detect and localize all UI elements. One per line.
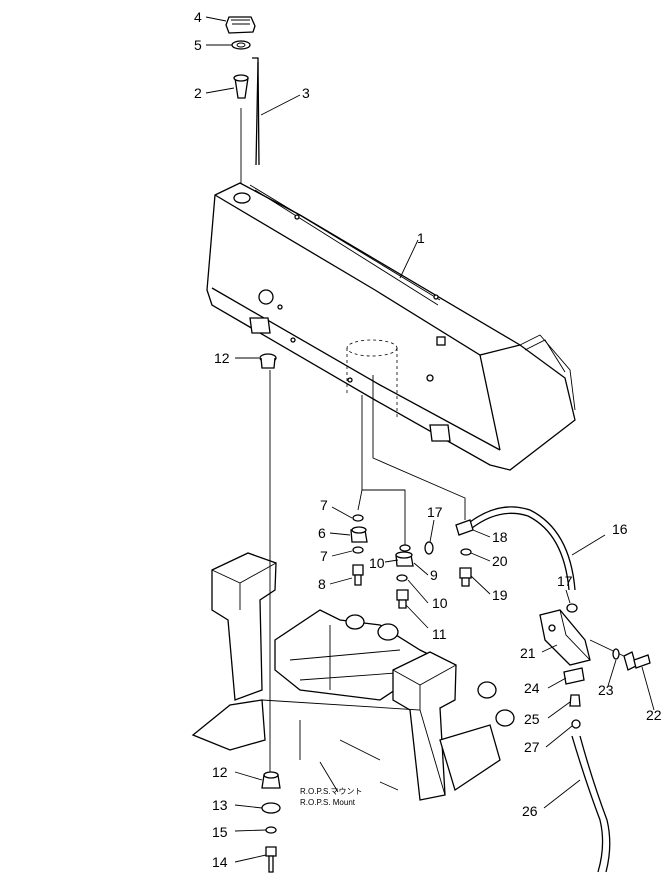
leader-lines (205, 16, 655, 863)
dipstick-part-3 (252, 57, 260, 166)
rubber-mount-part-12-upper (259, 353, 277, 369)
washer-part-13 (261, 802, 281, 814)
hose-part-16 (469, 506, 576, 591)
callout-14: 14 (212, 854, 228, 870)
bolt-part-11 (396, 589, 409, 609)
callout-1: 1 (417, 230, 425, 246)
bolt-part-22 (623, 651, 651, 671)
callout-8: 8 (318, 576, 326, 592)
callout-22: 22 (646, 707, 662, 723)
callout-12-upper: 12 (214, 350, 230, 366)
o-ring-part-10-lower (396, 574, 408, 582)
callout-20: 20 (492, 553, 508, 569)
cap-part-4 (225, 16, 256, 34)
o-ring-part-7-lower (352, 546, 364, 554)
callout-26: 26 (522, 803, 538, 819)
bracket-part-21 (539, 609, 591, 666)
callout-23: 23 (598, 682, 614, 698)
clip-part-17-right (566, 603, 578, 613)
fuel-tank-part-1 (206, 182, 576, 471)
o-ring-part-7-upper (352, 514, 364, 522)
callout-13: 13 (212, 797, 228, 813)
clip-part-17-center (424, 541, 434, 555)
callout-5: 5 (194, 37, 202, 53)
callout-16: 16 (612, 521, 628, 537)
valve-part-24 (563, 667, 585, 685)
callout-2: 2 (194, 85, 202, 101)
callout-4: 4 (194, 9, 202, 25)
assembly-line (372, 375, 466, 520)
bolt-part-8 (352, 564, 364, 586)
callout-9: 9 (430, 567, 438, 583)
callout-11: 11 (432, 626, 447, 642)
assembly-line (361, 395, 406, 545)
callout-24: 24 (524, 680, 540, 696)
bolt-part-14 (265, 846, 277, 873)
callout-10-left: 10 (369, 555, 385, 571)
callout-21: 21 (520, 645, 536, 661)
fitting-part-9 (395, 551, 414, 567)
fitting-part-25 (569, 694, 581, 707)
o-ring-part-10-upper (399, 544, 411, 552)
callout-7-upper: 7 (320, 497, 328, 513)
callout-19: 19 (492, 587, 508, 603)
callout-25: 25 (524, 711, 540, 727)
callout-27: 27 (524, 739, 540, 755)
callout-7-lower: 7 (320, 548, 328, 564)
clamp-part-27 (571, 719, 581, 729)
drain-hose-part-26 (571, 735, 611, 873)
assembly-line (357, 489, 363, 511)
washer-part-23 (612, 648, 620, 660)
callout-18: 18 (492, 529, 508, 545)
elbow-part-6 (350, 526, 368, 543)
callout-6: 6 (318, 525, 326, 541)
callout-17-center: 17 (427, 504, 443, 520)
washer-part-15 (265, 826, 277, 834)
rops-mount-frame (191, 552, 515, 801)
caption-rops-mount-en: R.O.P.S. Mount (300, 798, 356, 807)
assembly-line (589, 639, 629, 659)
gasket-part-5 (231, 40, 251, 50)
callout-3: 3 (302, 85, 310, 101)
callout-15: 15 (212, 824, 228, 840)
callout-12-lower: 12 (212, 764, 228, 780)
callout-10-lower: 10 (432, 595, 448, 611)
callout-17-right: 17 (557, 573, 573, 589)
strainer-part-2 (233, 74, 249, 99)
caption-rops-mount-jp: R.O.P.S.マウント (300, 787, 363, 796)
washer-part-20 (460, 548, 472, 556)
bolt-part-19 (459, 567, 472, 587)
rubber-mount-part-12-lower (261, 771, 281, 789)
callout-labels: 4 5 2 3 1 12 7 6 7 8 10 9 10 11 17 18 20… (194, 9, 662, 870)
